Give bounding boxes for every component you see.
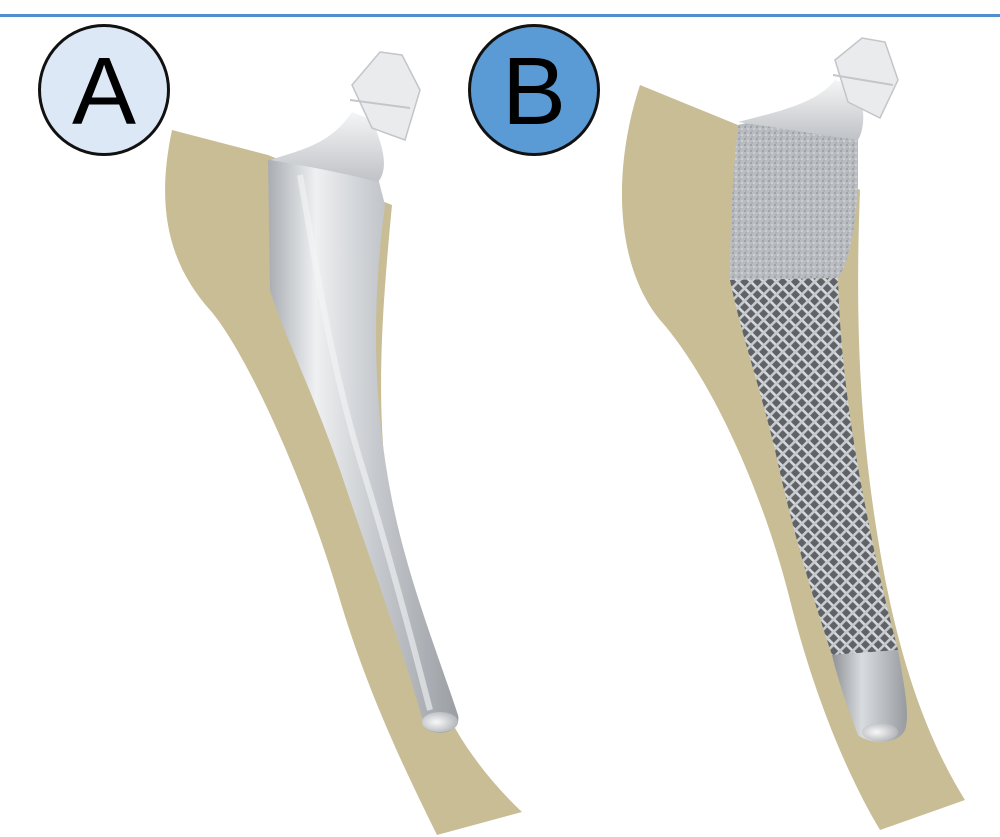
panel-label-b: B bbox=[468, 24, 600, 156]
panel-label-a: A bbox=[38, 24, 170, 156]
panel-b bbox=[622, 38, 965, 830]
panel-label-a-text: A bbox=[72, 44, 136, 140]
stem-a-tip bbox=[422, 712, 458, 732]
stem-b-tip bbox=[862, 723, 898, 741]
panel-label-b-text: B bbox=[502, 44, 566, 140]
panel-a bbox=[165, 52, 522, 835]
